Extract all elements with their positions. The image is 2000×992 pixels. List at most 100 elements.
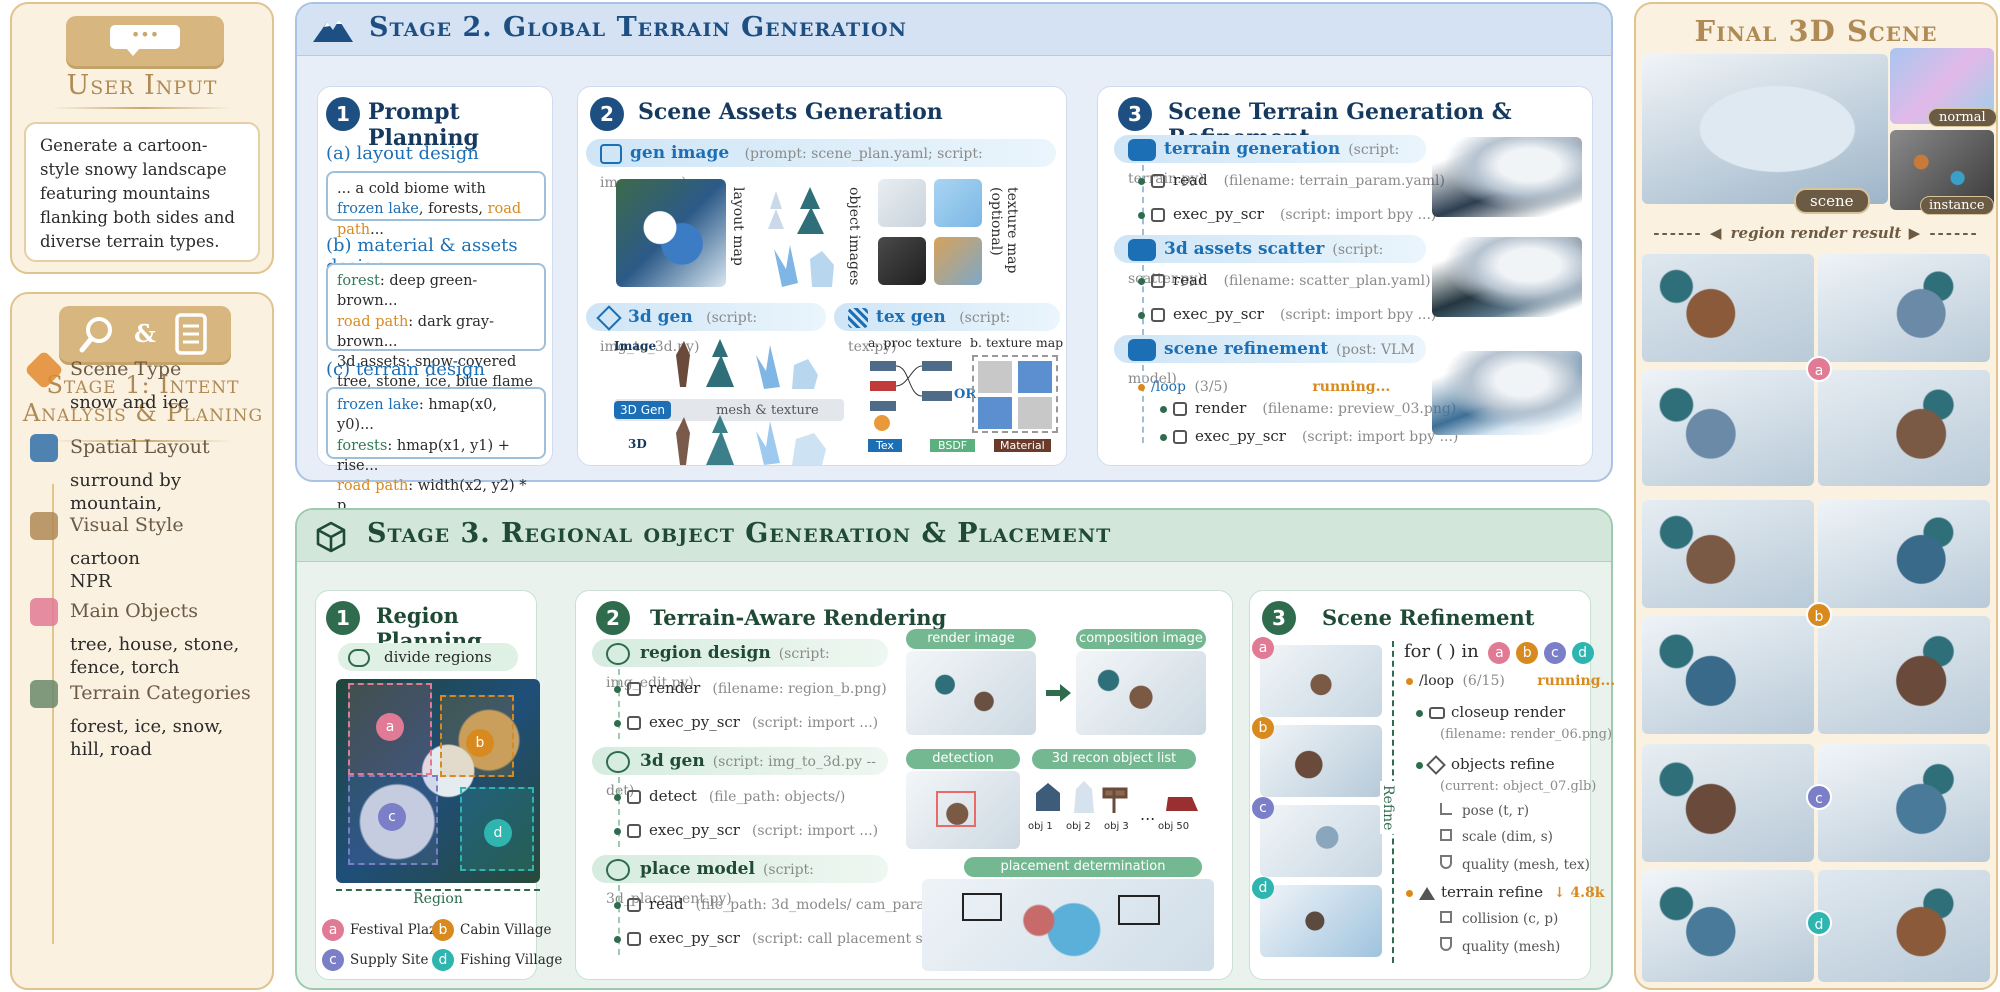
divide-regions-pill[interactable]: divide regions [338, 643, 518, 671]
render-substep[interactable]: exec_py_scr(script: call placement skill… [614, 929, 962, 947]
gen-image-pill[interactable]: gen image (prompt: scene_plan.yaml; scri… [586, 139, 1056, 191]
gen3d-bar: 3D Gen mesh & texture [614, 399, 844, 421]
brain-icon [348, 649, 370, 667]
render-step-pill[interactable]: 3d gen(script: img_to_3d.py --det) [592, 747, 888, 799]
region-render-label: ------ ◀ region render result ▶ ------ [1653, 224, 1979, 242]
terrain-preview-2 [1432, 237, 1582, 317]
stage2-panel: Stage 2. Global Terrain Generation 1 Pro… [295, 2, 1613, 514]
terrain-substep[interactable]: exec_py_scr(script: import bpy ...) [1138, 305, 1436, 323]
pin-icon [606, 858, 630, 881]
collision-icon [1440, 911, 1452, 923]
render-step-pill[interactable]: region design(script: img_edit.py) [592, 639, 888, 691]
layout-design-label: (a) layout design [326, 143, 479, 164]
layout-map-image [616, 179, 726, 287]
intent-value: snow and ice [70, 392, 189, 413]
detect-icon [627, 790, 641, 804]
region-render-thumb [1642, 744, 1814, 862]
region-render-thumb [1818, 616, 1990, 734]
render-substep[interactable]: render(filename: region_b.png) [614, 679, 887, 697]
python-icon [1151, 208, 1165, 222]
stage3-panel: Stage 3. Regional object Generation & Pl… [295, 508, 1615, 990]
placement-image [922, 879, 1214, 971]
shield-check-icon [1440, 855, 1452, 869]
for-loop-row: for ( ) in a b c d [1404, 641, 1594, 664]
render-image [906, 651, 1036, 735]
python-icon [627, 932, 641, 946]
terrain-substep[interactable]: read(filename: scatter_plan.yaml) [1138, 271, 1431, 289]
region-map: a b c d [336, 679, 540, 883]
region-render-thumb [1642, 370, 1814, 486]
terrain-substep[interactable]: read(filename: terrain_param.yaml) [1138, 171, 1445, 189]
gen3d-pill[interactable]: 3d gen (script: img_to_3d.py) [586, 303, 826, 355]
intent-value: cartoon NPR [70, 548, 140, 592]
texture-rock [878, 237, 926, 285]
object-image-tree [762, 179, 842, 289]
texture-ice [934, 179, 982, 227]
terrain-refine-row[interactable]: terrain refine ↓ 4.8k [1406, 883, 1604, 901]
folder-icon [627, 898, 641, 912]
terrain-step-pill[interactable]: 3d assets scatter(script: scatter.py) [1114, 235, 1426, 287]
region-render-thumb [1642, 254, 1814, 362]
collision-row: collision (c, p) [1440, 911, 1558, 927]
render-substep[interactable]: detect(file_path: objects/) [614, 787, 845, 805]
terrain-preview-3 [1432, 351, 1582, 435]
render-substep[interactable]: read(file_path: 3d_models/ cam_param) [614, 895, 943, 913]
terrain-card: 3 Scene Terrain Generation & Refinement … [1097, 86, 1593, 466]
render-substep[interactable]: exec_py_scr(script: import ...) [614, 821, 878, 839]
chat-bubble-icon: ••• [66, 16, 224, 66]
shapes-icon [30, 598, 58, 626]
gen3d-images [664, 335, 824, 391]
arrow-icon [1046, 683, 1072, 703]
terrain-aware-title: Terrain-Aware Rendering [650, 605, 947, 630]
cube-icon [1426, 755, 1446, 775]
texgen-pill[interactable]: tex gen (script: tex.py) [834, 303, 1060, 355]
region-render-thumb [1642, 500, 1814, 608]
file-icon [1151, 174, 1165, 188]
file-icon [1151, 274, 1165, 288]
cube-icon [596, 304, 622, 331]
intent-value: tree, house, stone, fence, torch [70, 634, 240, 678]
render-step-pill[interactable]: place model(script: 3d_placement.py) [592, 855, 888, 907]
refine-thumb-a [1260, 645, 1382, 717]
terrain-step-pill[interactable]: terrain generation(script: terrain.py) [1114, 135, 1426, 187]
render-substep[interactable]: exec_py_scr(script: import ...) [614, 713, 878, 731]
terrain-substep[interactable]: render(filename: preview_03.png) [1160, 399, 1456, 417]
stage2-title: Stage 2. Global Terrain Generation [369, 12, 907, 43]
intent-value: forest, ice, snow, hill, road [70, 716, 224, 760]
scene-assets-title: Scene Assets Generation [638, 99, 943, 125]
region-render-thumb [1818, 500, 1990, 608]
scatter-icon [1128, 238, 1156, 261]
final-title: Final 3D Scene [1694, 14, 1938, 48]
terrain-aware-card: 2 Terrain-Aware Rendering region design(… [575, 590, 1233, 980]
search-checklist-icon: & [59, 306, 231, 362]
gen3d-models [664, 409, 834, 467]
prompt-planning-title: Prompt Planning [368, 99, 479, 151]
mountain-icon [311, 14, 355, 44]
refine-thumb-d [1260, 885, 1382, 957]
sliders-icon [1128, 338, 1156, 361]
composition-image [1076, 651, 1206, 735]
objects-refine-row[interactable]: objects refine [1416, 755, 1555, 775]
terrain-step-pill[interactable]: scene refinement(post: VLM model) [1114, 335, 1426, 387]
closeup-render-row[interactable]: closeup render [1416, 703, 1565, 721]
terrain-substep[interactable]: exec_py_scr(script: import bpy ...) [1138, 205, 1436, 223]
terrain-preview-1 [1432, 137, 1582, 217]
region-render-thumb [1818, 744, 1990, 862]
proc-texture-nodes [868, 355, 958, 435]
refine-thumb-b [1260, 725, 1382, 797]
palette-icon [30, 512, 58, 540]
recon-objects [1032, 775, 1202, 819]
python-icon [1151, 308, 1165, 322]
tools-icon [606, 642, 630, 665]
python-icon [627, 824, 641, 838]
box-icon [315, 521, 347, 553]
region-planning-card: 1 Region Planning divide regions a b c d… [315, 590, 562, 980]
region-render-thumb [1818, 254, 1990, 362]
user-input-panel: ••• User Input Generate a cartoon-style … [10, 2, 274, 274]
terrain-icon [30, 680, 58, 708]
python-icon [1173, 430, 1187, 444]
terrain-substep[interactable]: exec_py_scr(script: import bpy ...) [1160, 427, 1458, 445]
